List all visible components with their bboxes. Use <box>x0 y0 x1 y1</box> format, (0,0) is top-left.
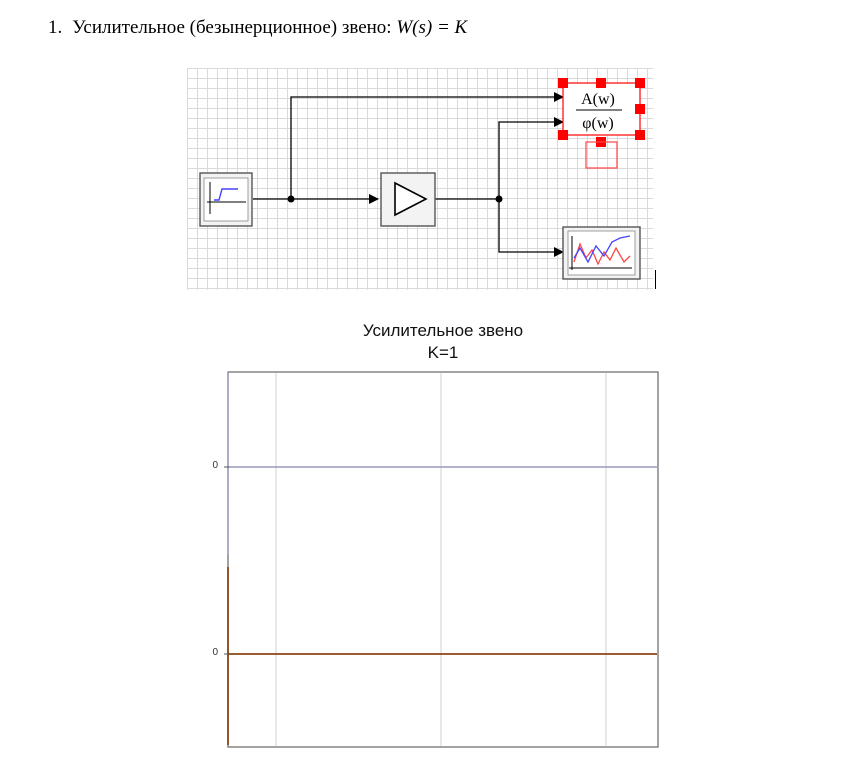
scope-block[interactable] <box>562 226 641 280</box>
text-cursor <box>655 270 656 289</box>
triangle-gain-icon <box>394 181 428 217</box>
frequency-response-block[interactable]: A(w) φ(w) <box>558 78 645 169</box>
plot-scope-icon <box>567 230 636 276</box>
step-signal-icon <box>203 177 249 222</box>
chart-plot-area <box>227 371 659 748</box>
y-tick-label: 0 <box>212 460 218 471</box>
chart-title: Усилительное звено <box>362 321 524 340</box>
gain-block[interactable] <box>380 172 436 227</box>
y-tick-label: 0 <box>212 647 218 658</box>
wires <box>253 92 564 257</box>
fraction-display-icon: A(w) φ(w) <box>576 91 622 132</box>
chart-subtitle: K=1 <box>427 343 459 362</box>
wire-gain-to-response[interactable] <box>498 117 564 199</box>
junction-dot <box>495 195 503 203</box>
step-source-block[interactable] <box>199 172 253 227</box>
wire-gain-to-scope[interactable] <box>498 199 564 257</box>
response-denominator: φ(w) <box>582 115 613 132</box>
response-numerator: A(w) <box>581 91 615 108</box>
resize-handle-outline[interactable] <box>585 141 618 169</box>
section-number: 1. <box>48 17 63 38</box>
wire-source-to-response[interactable] <box>290 92 564 199</box>
chart-gridlines <box>275 373 607 746</box>
section-text: Усилительное (безынерционное) звено: <box>72 17 397 38</box>
junction-dot <box>287 195 295 203</box>
transfer-function-formula: W(s) = K <box>396 17 468 38</box>
section-heading: 1. Усилительное (безынерционное) звено: W… <box>48 17 467 39</box>
